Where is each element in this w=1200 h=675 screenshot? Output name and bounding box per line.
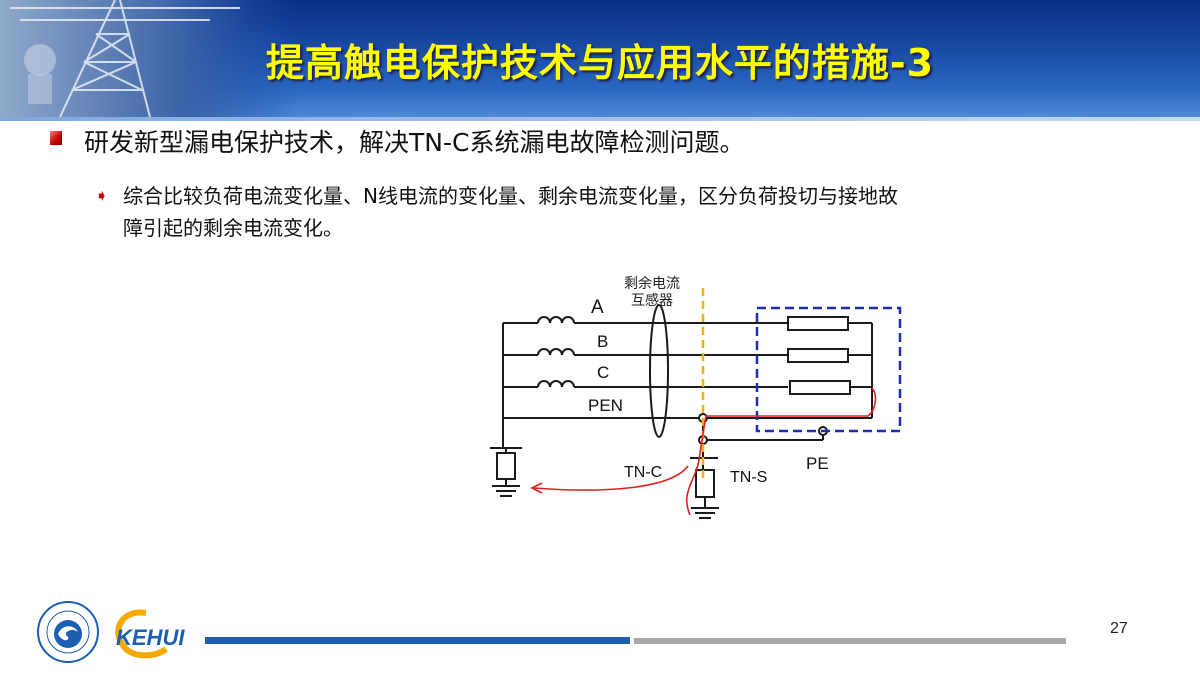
arrow-head-icon — [530, 482, 543, 494]
university-seal-logo — [37, 601, 99, 663]
load-box — [755, 306, 902, 433]
bullet-level2-line: 综合比较负荷电流变化量、N线电流的变化量、剩余电流变化量，区分负荷投切与接地故 — [123, 184, 898, 208]
tn-c-label: TN-C — [624, 464, 662, 481]
arrow-bullet-icon: ➧ — [95, 186, 109, 205]
sensor-label-line2: 互感器 — [631, 292, 673, 309]
fault-return-arrow — [533, 465, 689, 491]
footer-bar-blue — [205, 637, 630, 644]
bullet-level1-text: 研发新型漏电保护技术，解决TN-C系统漏电故障检测问题。 — [84, 128, 745, 157]
footer-bar-gray — [634, 638, 1066, 644]
slide-title: 提高触电保护技术与应用水平的措施-3 — [265, 41, 935, 85]
bullet-level2-line: 障引起的剩余电流变化。 — [123, 216, 343, 240]
current-transformer — [649, 304, 669, 438]
pe-label: PE — [806, 454, 829, 473]
kehui-logo: KEHUI — [115, 609, 185, 659]
page-number: 27 — [1110, 620, 1128, 637]
kehui-logo-text: KEHUI — [116, 625, 185, 650]
phase-c-label: C — [597, 363, 609, 382]
phase-a-label: A — [591, 297, 604, 318]
square-bullet-icon — [50, 131, 62, 145]
sensor-label-line1: 剩余电流 — [624, 275, 680, 292]
circuit-diagram: 剩余电流 互感器 A B C PEN PE TN-C TN-S — [490, 275, 902, 519]
tn-s-label: TN-S — [730, 469, 767, 486]
pen-label: PEN — [588, 396, 623, 415]
transmission-tower-image — [0, 0, 300, 117]
bullet-level2-text: 综合比较负荷电流变化量、N线电流的变化量、剩余电流变化量，区分负荷投切与接地故 … — [123, 180, 1103, 244]
fault-current-path — [685, 387, 877, 516]
phase-b-label: B — [597, 332, 608, 351]
header-divider — [0, 117, 1200, 121]
title-banner: 提高触电保护技术与应用水平的措施-3 — [0, 0, 1200, 117]
